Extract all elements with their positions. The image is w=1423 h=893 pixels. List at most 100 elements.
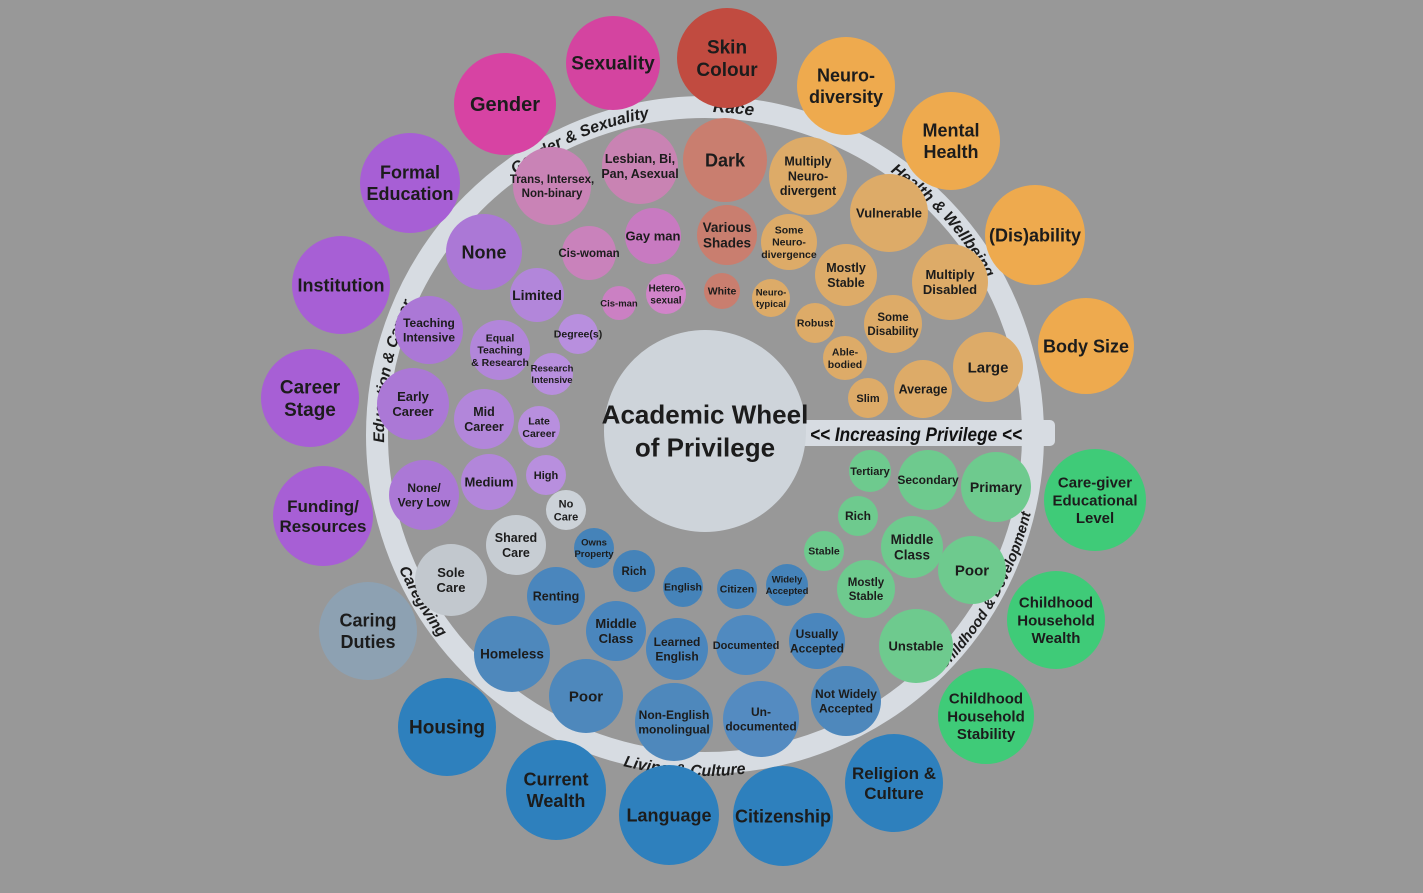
bubble-circle xyxy=(486,515,546,575)
bubble-circle xyxy=(1038,298,1134,394)
bubble-circle xyxy=(761,214,817,270)
bubble-label-line: Property xyxy=(574,549,614,560)
bubble-renting: Renting xyxy=(527,567,585,625)
bubble-label-line: Duties xyxy=(340,632,395,652)
bubble-label-line: Multiply xyxy=(784,155,831,169)
bubble-label-line: Accepted xyxy=(819,701,873,715)
bubble-label-line: Household xyxy=(1017,612,1095,629)
bubble-label: Religion &Culture xyxy=(852,764,936,803)
bubble-label-line: Career xyxy=(392,404,433,419)
bubble-label-line: Trans, Intersex, xyxy=(510,174,594,186)
bubble-label-line: documented xyxy=(725,719,796,733)
bubble-label-line: Owns xyxy=(581,538,607,549)
bubble-label-line: Slim xyxy=(856,393,879,405)
bubble-label: Dark xyxy=(705,150,746,170)
bubble-label-line: Neuro- xyxy=(817,66,875,86)
bubble-label-line: Hetero- xyxy=(648,284,683,295)
bubble-circle xyxy=(646,618,708,680)
bubble-circle xyxy=(898,450,958,510)
bubble-label-line: No xyxy=(559,498,574,510)
bubble-robust: Robust xyxy=(795,303,835,343)
bubble-label-line: Homeless xyxy=(480,647,544,662)
bubble-label-line: Degree(s) xyxy=(554,329,602,341)
bubble-label-line: sexual xyxy=(650,295,681,306)
bubble-circle xyxy=(474,616,550,692)
bubble-circle xyxy=(454,389,514,449)
bubble-label-line: Able- xyxy=(832,347,859,359)
bubble-label: Tertiary xyxy=(850,466,890,478)
bubble-poor: Poor xyxy=(938,536,1006,604)
bubble-label-line: typical xyxy=(756,299,786,310)
bubble-circle xyxy=(586,601,646,661)
bubble-circle xyxy=(646,274,686,314)
bubble-label: Neuro-typical xyxy=(756,288,787,310)
bubble-label-line: High xyxy=(534,470,559,482)
bubble-label-line: Learned xyxy=(654,635,701,649)
bubble-dark: Dark xyxy=(683,118,767,202)
bubble-circle xyxy=(938,668,1034,764)
bubble-label-line: Late xyxy=(528,416,550,428)
bubble-un-documented: Un-documented xyxy=(723,681,799,757)
bubble-label-line: Sole xyxy=(437,565,464,580)
page-title-line: of Privilege xyxy=(635,433,775,463)
bubble-label: Gender xyxy=(470,94,540,116)
bubble-circle xyxy=(518,406,560,448)
bubble-able-bodied: Able-bodied xyxy=(823,336,867,380)
bubble-label-line: Pan, Asexual xyxy=(601,167,678,181)
bubble-circle xyxy=(558,314,598,354)
bubble-unstable: Unstable xyxy=(879,609,953,683)
bubble-label: Cis-man xyxy=(600,298,638,309)
bubble-circle xyxy=(506,740,606,840)
bubble-label-line: Some xyxy=(877,312,908,324)
bubble-circle xyxy=(723,681,799,757)
bubble-label: Un-documented xyxy=(725,705,796,733)
bubble-label-line: Religion & xyxy=(852,764,936,783)
bubble-label: (Dis)ability xyxy=(989,225,1081,245)
bubble-label-line: Stable xyxy=(808,546,840,558)
bubble-label-line: Documented xyxy=(713,640,780,652)
bubble-label-line: Stable xyxy=(849,591,884,603)
bubble-label-line: Health xyxy=(923,142,978,162)
bubble-label: Language xyxy=(626,805,711,825)
bubble-circle xyxy=(769,137,847,215)
bubble-gender: Gender xyxy=(454,53,556,155)
bubble-label: White xyxy=(708,286,737,298)
bubble-label-line: Disability xyxy=(867,326,919,338)
bubble-label-line: Intensive xyxy=(403,330,455,344)
bubble-label-line: Not Widely xyxy=(815,687,877,701)
bubble-circle xyxy=(811,666,881,736)
bubble-circle xyxy=(848,378,888,418)
bubble-label-line: Cis-man xyxy=(600,298,638,309)
bubble-circle xyxy=(795,303,835,343)
bubble-label-line: Body Size xyxy=(1043,336,1129,356)
bubble-label-line: Neuro- xyxy=(772,237,806,249)
bubble-circle xyxy=(625,208,681,264)
bubble-label-line: Vulnerable xyxy=(856,206,922,221)
bubble-circle xyxy=(602,128,678,204)
bubble-label-line: diversity xyxy=(809,87,883,107)
bubble-label-line: Accepted xyxy=(790,641,844,655)
bubble-label: Neuro-diversity xyxy=(809,66,883,107)
bubble-label: Lesbian, Bi,Pan, Asexual xyxy=(601,152,678,181)
bubble-circle xyxy=(602,286,636,320)
bubble-circle xyxy=(513,147,591,225)
bubble-label: Medium xyxy=(464,475,513,490)
bubble-circle xyxy=(566,16,660,110)
bubble-label: Homeless xyxy=(480,647,544,662)
bubble-label: Rich xyxy=(622,566,647,578)
bubble-circle xyxy=(319,582,417,680)
